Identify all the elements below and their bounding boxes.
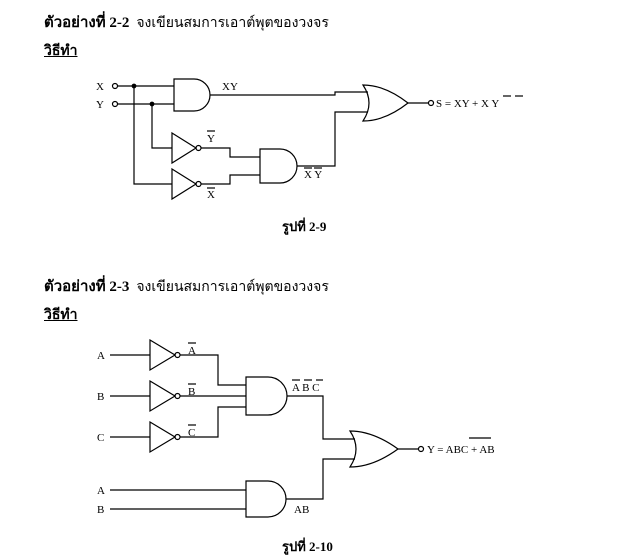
ybar-wire-label: Y [207, 133, 215, 145]
or-gate-s [361, 84, 409, 122]
output-y-equation: Y = ABC + AB [427, 444, 495, 456]
abc-bar-wire-label: A B C [292, 382, 320, 394]
figure-2-10-caption: รูปที่ 2-10 [282, 539, 333, 554]
input-a2-label: A [97, 485, 105, 497]
and-gate-ab [245, 480, 287, 518]
input-x-terminal [111, 82, 119, 90]
or-gate-y [348, 430, 400, 468]
ab-wire-label: AB [294, 504, 309, 516]
input-b-label: B [97, 391, 104, 403]
figure-2-9-circuit [111, 78, 523, 201]
example-2-3-text: จงเขียนสมการเอาต์พุตของวงจร [136, 280, 329, 295]
not-gate-x [171, 167, 198, 201]
input-y-terminal [111, 100, 119, 108]
example-2-2-method: วิธีทำ [44, 44, 78, 59]
example-2-3-heading: ตัวอย่างที่ 2-3 จงเขียนสมการเอาต์พุตของว… [44, 274, 329, 298]
example-2-2-label: ตัวอย่างที่ 2-2 [44, 15, 130, 31]
not-gate-b [149, 379, 177, 413]
not-gate-y [171, 131, 198, 165]
output-s-terminal [427, 99, 435, 107]
cbar-wire-label: C [188, 427, 195, 439]
not-gate-c [149, 420, 177, 454]
xbar-wire-label: X [207, 189, 215, 201]
and-gate-abc-bar [245, 376, 288, 416]
input-a-label: A [97, 350, 105, 362]
figure-2-9-caption: รูปที่ 2-9 [282, 219, 327, 234]
output-s-equation: S = XY + X Y [436, 98, 499, 110]
example-2-2-text: จงเขียนสมการเอาต์พุตของวงจร [136, 16, 329, 31]
abar-wire-label: A [188, 345, 196, 357]
input-x-label: X [96, 81, 104, 93]
figure-2-10-circuit [110, 338, 491, 518]
input-y-label: Y [96, 99, 104, 111]
input-c-label: C [97, 432, 104, 444]
not-gate-a [149, 338, 177, 372]
example-2-3-label: ตัวอย่างที่ 2-3 [44, 279, 130, 295]
example-2-3-method: วิธีทำ [44, 308, 78, 323]
xy-wire-label: XY [222, 81, 238, 93]
xbar-ybar-wire-label: X Y [304, 169, 322, 181]
input-b2-label: B [97, 504, 104, 516]
output-y-terminal [417, 445, 425, 453]
and-gate-xy [173, 78, 211, 112]
example-2-2-heading: ตัวอย่างที่ 2-2 จงเขียนสมการเอาต์พุตของว… [44, 10, 329, 34]
bbar-wire-label: B [188, 386, 195, 398]
and-gate-xbar-ybar [259, 148, 298, 184]
